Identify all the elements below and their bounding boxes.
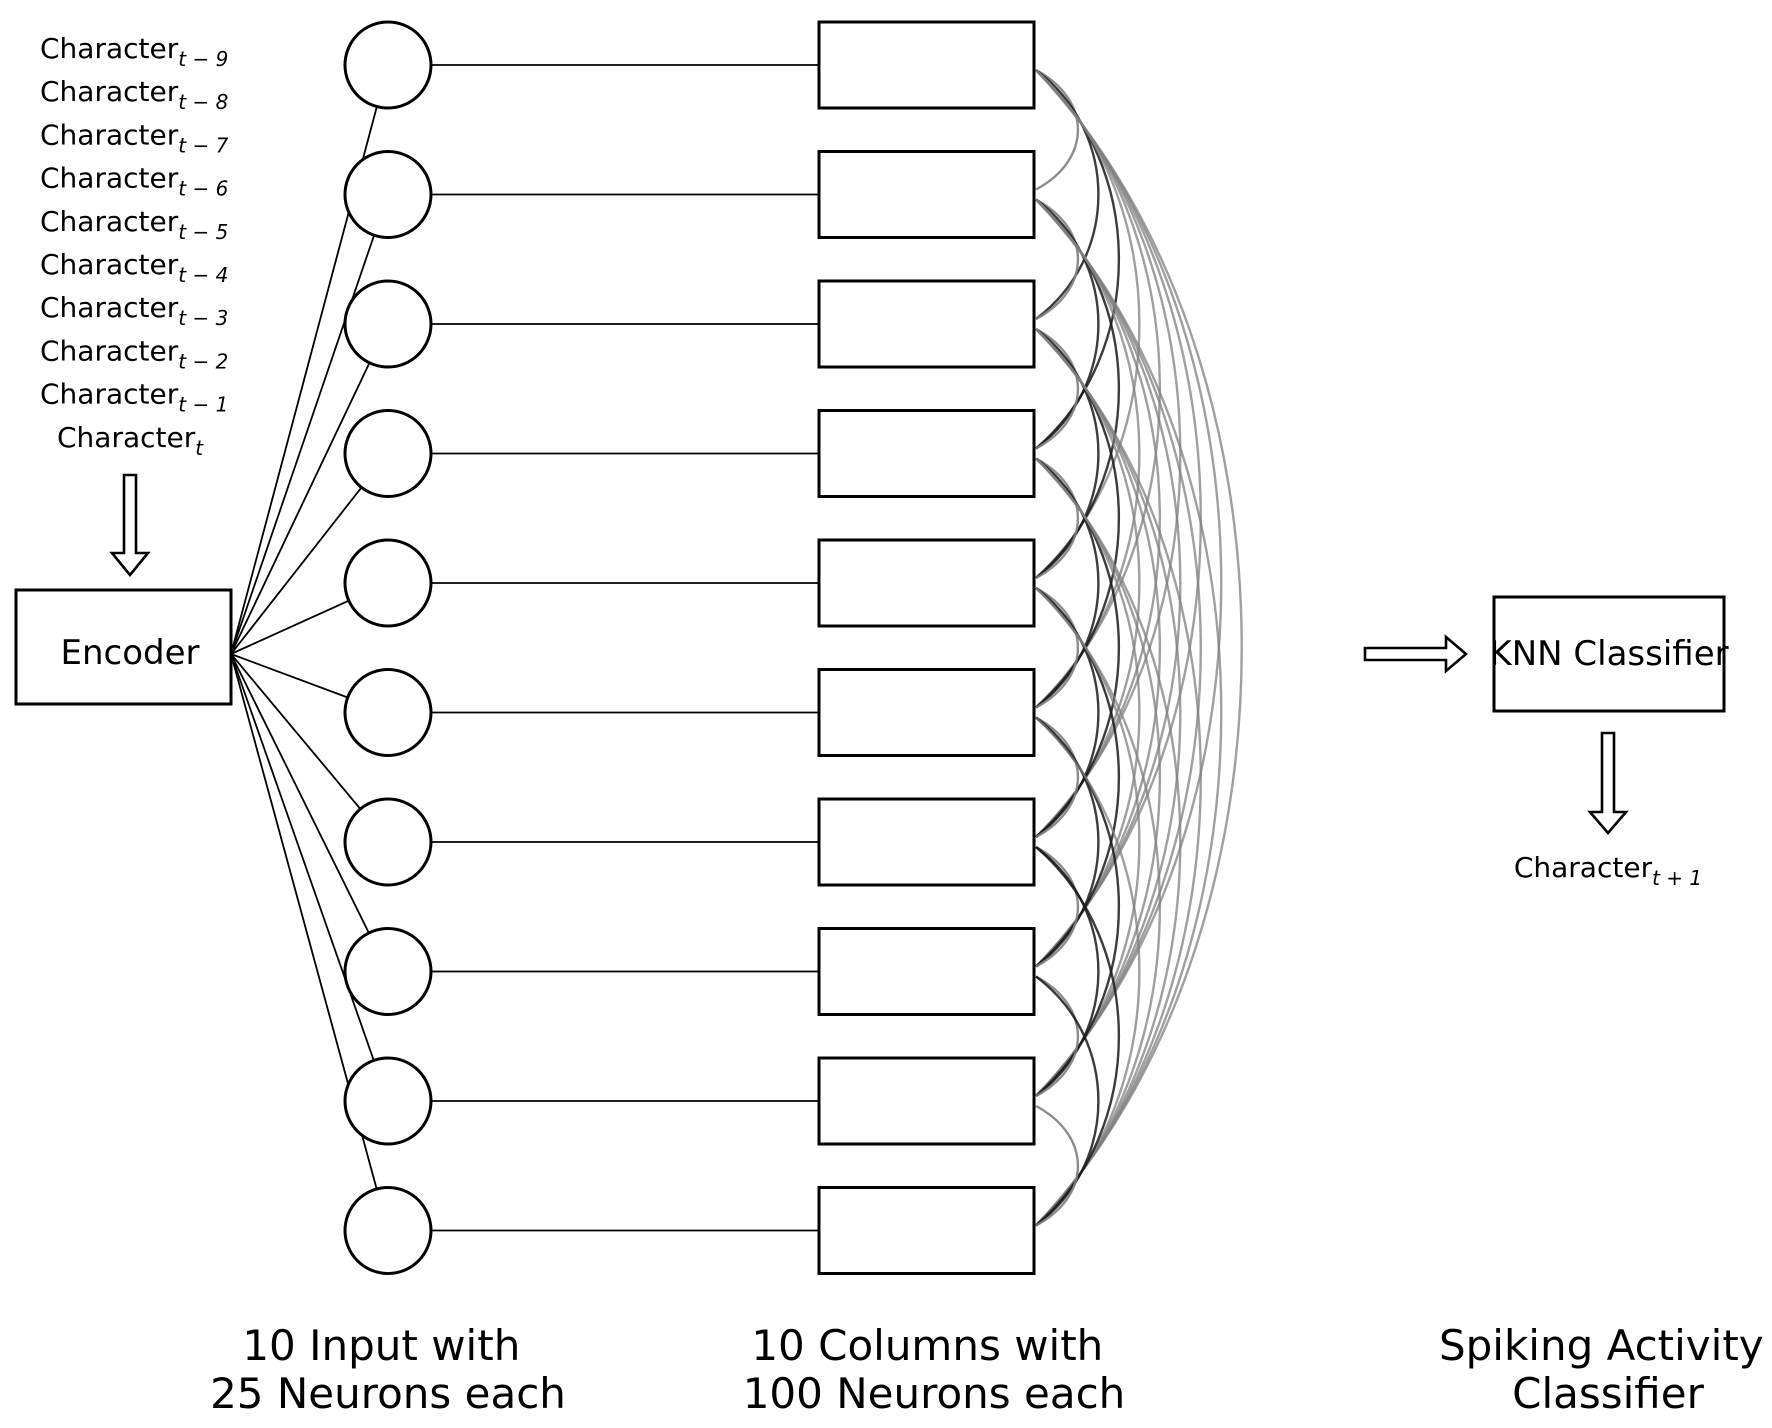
recurrent-arc (1035, 845, 1080, 968)
column-box (817, 797, 1036, 887)
recurrent-arc (1035, 457, 1100, 709)
history-character-label: Charactert (57, 421, 204, 460)
recurrent-arc (1035, 198, 1223, 1227)
input-to-column-wires (431, 64, 819, 1232)
recurrent-arc (1035, 457, 1080, 580)
recurrent-arc (1035, 328, 1100, 579)
recurrent-arc (1035, 327, 1080, 450)
recurrent-arc (1035, 198, 1162, 838)
encoder-wire (230, 486, 363, 655)
history-character-label: Charactert − 2 (40, 334, 228, 373)
recurrent-arc (1035, 1104, 1080, 1227)
recurrent-arc (1035, 586, 1080, 709)
columns-caption: 10 Columns with 100 Neurons each (743, 1321, 1126, 1418)
recurrent-arc (1035, 716, 1080, 839)
encoder-wire (230, 653, 349, 699)
right-arrow-icon (1363, 634, 1469, 674)
history-character-label: Charactert − 9 (40, 32, 228, 71)
encoder-fanout-wires (230, 106, 378, 1190)
history-character-label: Charactert − 4 (40, 248, 228, 287)
recurrent-arc (1035, 68, 1080, 191)
column-group (817, 20, 1036, 1275)
column-box (817, 668, 1036, 757)
encoder-block: Encoder (14, 588, 233, 706)
inputs-caption: 10 Input with 25 Neurons each (210, 1321, 566, 1418)
input-neuron-node (343, 1186, 433, 1275)
column-box (817, 150, 1036, 239)
encoder-wire (230, 653, 370, 934)
classifier-caption: Spiking Activity Classifier (1439, 1321, 1772, 1418)
column-box (817, 1056, 1036, 1146)
input-neuron-node (343, 150, 433, 239)
input-neuron-node (343, 279, 433, 369)
recurrent-arc (1035, 198, 1100, 450)
down-arrow-icon (109, 473, 151, 578)
history-character-label: Charactert − 1 (40, 378, 228, 417)
recurrent-arc (1035, 975, 1100, 1227)
column-box (817, 409, 1036, 498)
encoder-wire (230, 599, 350, 655)
recurrent-arc (1035, 587, 1162, 1227)
recurrent-arc (1035, 716, 1100, 968)
recurrent-arc (1035, 69, 1162, 709)
recurrent-arc (1035, 198, 1080, 321)
column-box (817, 279, 1036, 369)
recurrent-arc (1035, 69, 1243, 1227)
history-character-label: Charactert − 3 (40, 291, 228, 330)
history-character-label: Charactert − 6 (40, 162, 228, 201)
recurrent-arc (1035, 69, 1100, 320)
recurrent-connection-arcs (1035, 68, 1243, 1227)
input-neuron-node (343, 1056, 433, 1146)
character-history-list: Charactert − 9 Charactert − 8 Charactert −… (40, 32, 229, 460)
knn-classifier-block: KNN Classifier (1489, 595, 1729, 713)
recurrent-arc (1035, 975, 1080, 1098)
input-neuron-group (343, 20, 433, 1275)
input-neuron-node (343, 20, 433, 110)
knn-classifier-label: KNN Classifier (1489, 634, 1728, 674)
column-box (817, 927, 1036, 1016)
encoder-label: Encoder (60, 633, 199, 673)
history-character-label: Charactert − 8 (40, 75, 228, 114)
recurrent-arc (1035, 587, 1100, 838)
output-character-label: Charactert + 1 (1514, 851, 1702, 890)
recurrent-arc (1035, 69, 1223, 1097)
output-down-arrow-icon (1587, 731, 1629, 835)
recurrent-arc (1035, 457, 1162, 1097)
input-neuron-node (343, 538, 433, 628)
column-box (817, 1186, 1036, 1275)
column-box (817, 20, 1036, 110)
history-character-label: Charactert − 5 (40, 205, 228, 244)
encoder-wire (230, 362, 371, 655)
history-character-label: Charactert − 7 (40, 118, 229, 157)
encoder-wire (230, 653, 362, 810)
recurrent-arc (1035, 846, 1100, 1097)
input-neuron-node (343, 668, 433, 757)
recurrent-arc (1035, 328, 1162, 968)
input-neuron-node (343, 797, 433, 887)
column-box (817, 538, 1036, 628)
input-neuron-node (343, 409, 433, 498)
input-neuron-node (343, 927, 433, 1016)
